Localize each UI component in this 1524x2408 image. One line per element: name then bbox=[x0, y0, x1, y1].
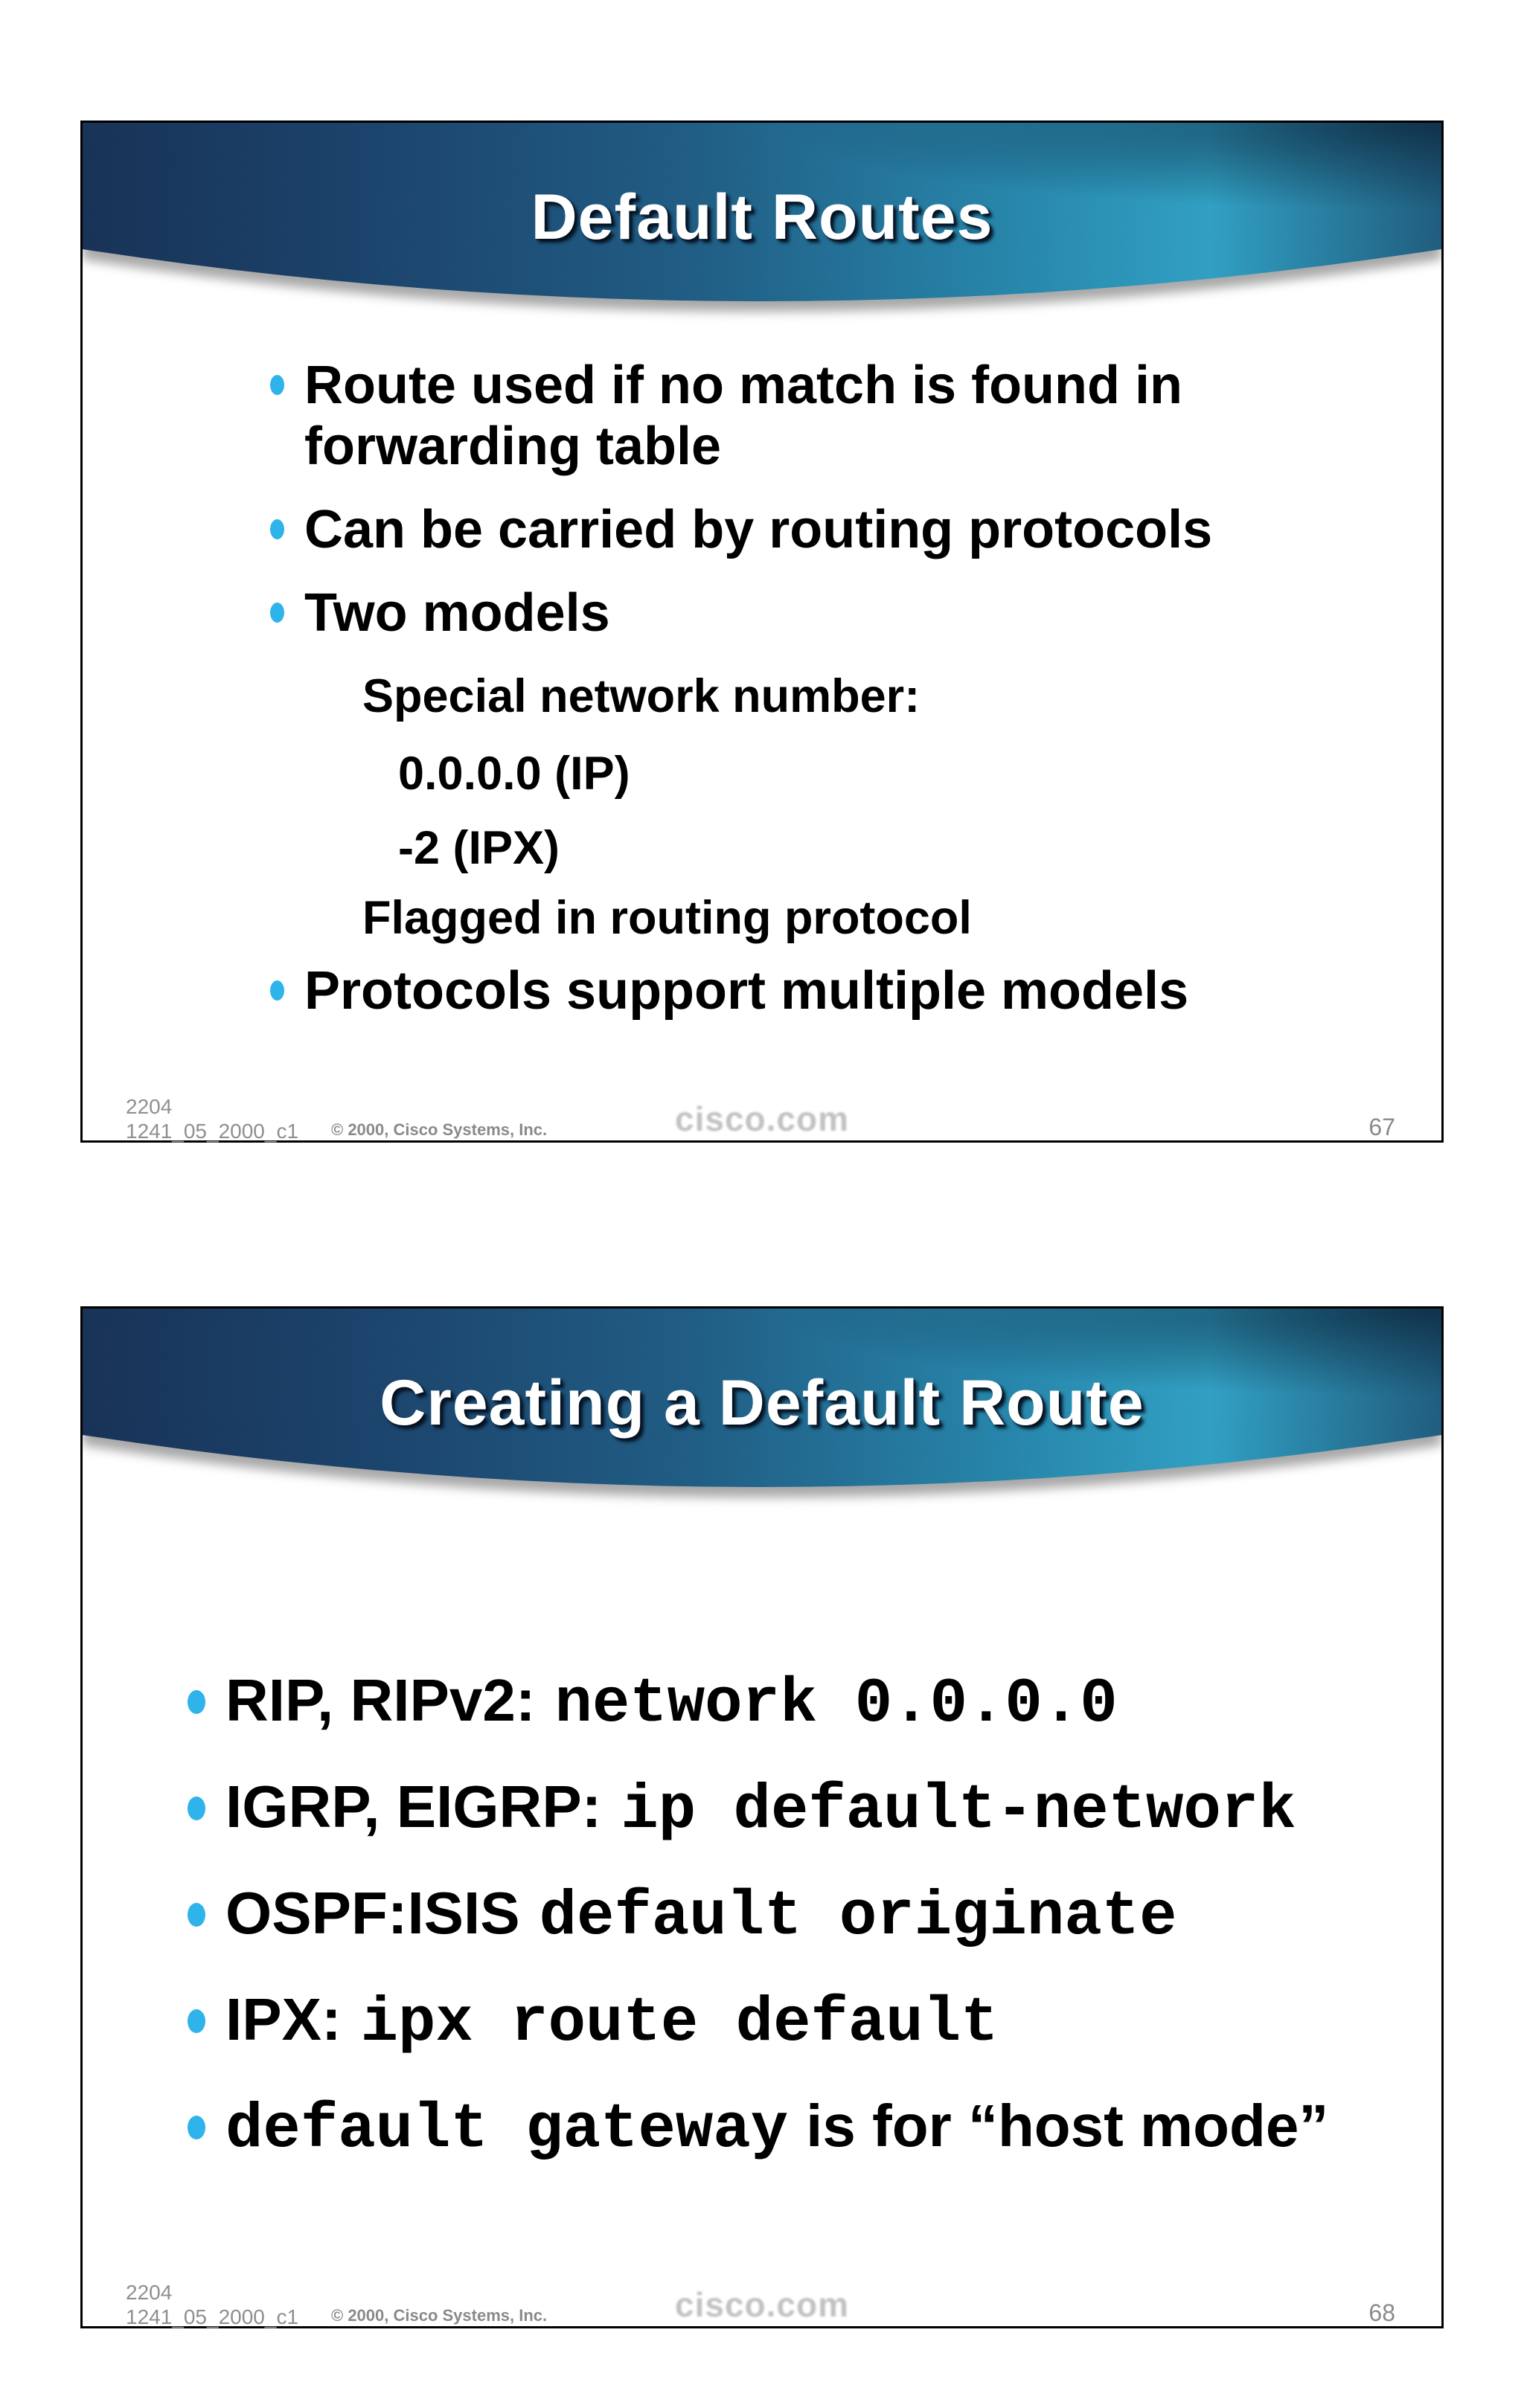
protocol-label: RIP, RIPv2: bbox=[225, 1667, 536, 1733]
bullet-icon bbox=[270, 519, 284, 539]
protocol-label: OSPF:ISIS bbox=[225, 1880, 520, 1946]
list-item: Flagged in routing protocol bbox=[362, 892, 1294, 944]
page-number: 67 bbox=[1368, 1114, 1395, 1140]
bullet-icon bbox=[188, 2116, 205, 2139]
bullet-text: Flagged in routing protocol bbox=[362, 892, 972, 944]
footer-copyright: © 2000, Cisco Systems, Inc. bbox=[331, 2306, 548, 2325]
footer-doc-info: 2204 1241_05_2000_c1 bbox=[126, 1094, 298, 1143]
list-item: -2 (IPX) bbox=[398, 822, 1294, 874]
footer-doc-id: 1241_05_2000_c1 bbox=[126, 2305, 299, 2328]
list-item: IPX: ipx route default bbox=[188, 1986, 1431, 2059]
command-text: default gateway bbox=[225, 2095, 789, 2165]
footer-doc-info: 2204 1241_05_2000_c1 bbox=[126, 2280, 298, 2329]
bullet-icon bbox=[270, 980, 284, 1001]
list-item: Special network number: bbox=[362, 670, 1294, 722]
command-text: ipx route default bbox=[360, 1988, 999, 2059]
bullet-text: Protocols support multiple models bbox=[304, 961, 1189, 1021]
page-number: 68 bbox=[1368, 2299, 1395, 2326]
command-text: ip default-network bbox=[621, 1776, 1296, 1846]
protocol-label: IGRP, EIGRP: bbox=[225, 1773, 602, 1840]
list-item: Two models bbox=[270, 582, 1294, 643]
bullet-text: is for “host mode” bbox=[806, 2093, 1329, 2159]
bullet-text: Special network number: bbox=[362, 670, 921, 722]
list-item: default gateway is for “host mode” bbox=[188, 2093, 1431, 2165]
list-item: 0.0.0.0 (IP) bbox=[398, 748, 1294, 800]
bullet-icon bbox=[270, 603, 284, 623]
slide-creating-default-route: Creating a Default Route RIP, RIPv2: netw… bbox=[80, 1306, 1444, 2328]
slide-title: Creating a Default Route bbox=[380, 1367, 1144, 1439]
bullet-text: Two models bbox=[304, 583, 610, 643]
footer-doc-id: 1241_05_2000_c1 bbox=[126, 1120, 299, 1143]
footer-copyright: © 2000, Cisco Systems, Inc. bbox=[331, 1120, 548, 1139]
command-list: RIP, RIPv2: network 0.0.0.0 IGRP, EIGRP: i… bbox=[188, 1667, 1431, 2165]
footer-doc-number: 2204 bbox=[126, 1095, 173, 1118]
protocol-label: IPX: bbox=[225, 1986, 342, 2052]
list-item: Can be carried by routing protocols bbox=[270, 499, 1294, 560]
bullet-text: Route used if no match is found in forwa… bbox=[304, 356, 1182, 476]
slide-default-routes: Default Routes Route used if no match is… bbox=[80, 121, 1444, 1143]
bullet-icon bbox=[188, 1690, 205, 1714]
list-item: Route used if no match is found in forwa… bbox=[270, 355, 1294, 477]
list-item: OSPF:ISIS default originate bbox=[188, 1880, 1431, 1953]
bullet-icon bbox=[188, 2009, 205, 2033]
bullet-text: -2 (IPX) bbox=[398, 822, 560, 874]
bullet-list: Route used if no match is found in forwa… bbox=[270, 355, 1294, 1021]
cisco-com-watermark: cisco.com bbox=[675, 1099, 849, 1138]
slide-title: Default Routes bbox=[531, 182, 993, 253]
bullet-icon bbox=[270, 375, 284, 395]
bullet-text: Can be carried by routing protocols bbox=[304, 500, 1213, 559]
cisco-com-watermark: cisco.com bbox=[675, 2285, 849, 2324]
list-item: RIP, RIPv2: network 0.0.0.0 bbox=[188, 1667, 1431, 1740]
list-item: IGRP, EIGRP: ip default-network bbox=[188, 1773, 1431, 1846]
bullet-text: 0.0.0.0 (IP) bbox=[398, 748, 630, 800]
bullet-icon bbox=[188, 1797, 205, 1820]
footer-doc-number: 2204 bbox=[126, 2281, 173, 2304]
bullet-icon bbox=[188, 1903, 205, 1927]
command-text: network 0.0.0.0 bbox=[554, 1669, 1118, 1740]
command-text: default originate bbox=[539, 1882, 1177, 1953]
list-item: Protocols support multiple models bbox=[270, 960, 1294, 1021]
